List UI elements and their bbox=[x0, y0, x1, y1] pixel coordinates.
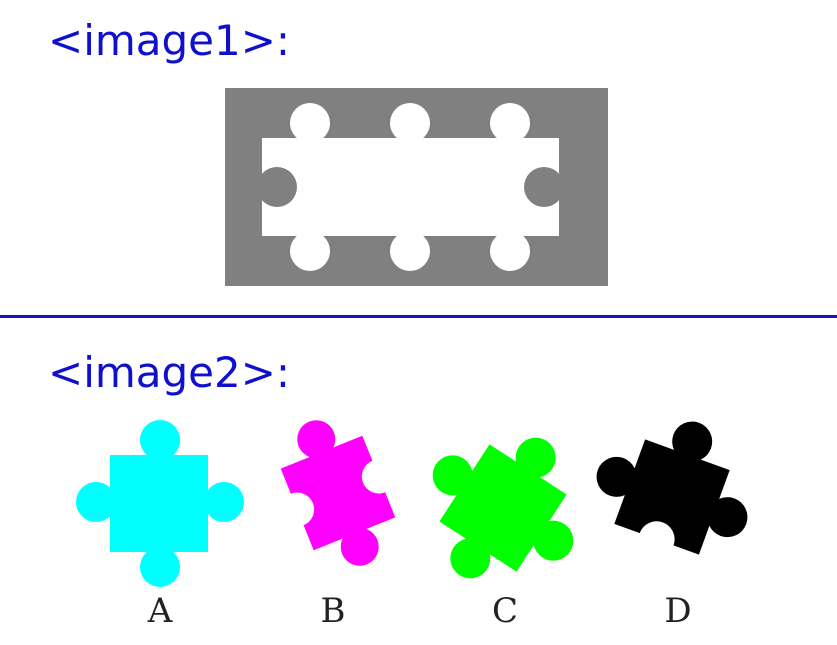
puzzle-pieces: A B C D bbox=[76, 420, 748, 631]
piece-label-a: A bbox=[147, 591, 173, 631]
piece-d bbox=[596, 421, 748, 558]
piece-c bbox=[432, 437, 574, 579]
piece-a bbox=[76, 420, 244, 587]
piece-b bbox=[280, 420, 396, 566]
piece-label-d: D bbox=[664, 591, 691, 631]
image1-heading: <image1>: bbox=[48, 16, 291, 65]
piece-label-c: C bbox=[492, 591, 518, 631]
puzzle-frame bbox=[225, 88, 608, 286]
piece-label-b: B bbox=[321, 591, 346, 631]
image2-heading: <image2>: bbox=[48, 348, 291, 397]
section-divider bbox=[0, 315, 837, 318]
frame-hole bbox=[262, 103, 559, 271]
